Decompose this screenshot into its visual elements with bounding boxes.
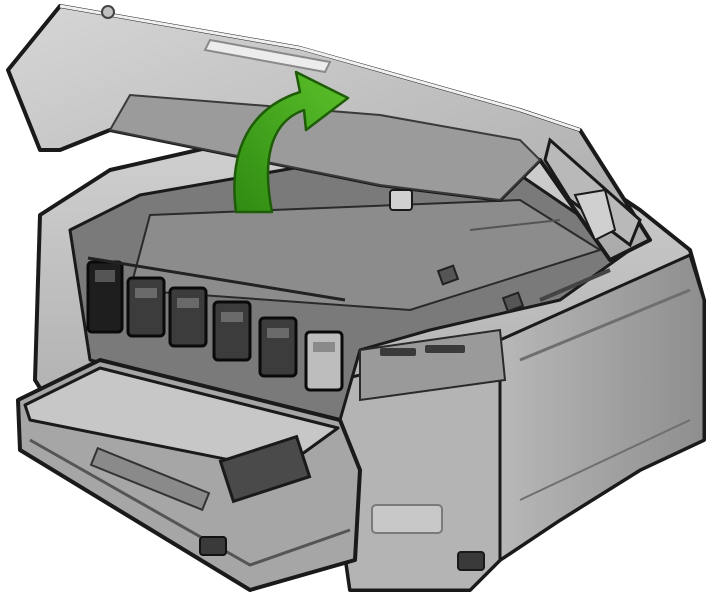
ink-cartridge — [168, 286, 208, 348]
ink-cartridge — [86, 260, 124, 334]
ink-cartridge — [258, 316, 298, 378]
ink-cartridge — [212, 300, 252, 362]
lift-arrow — [233, 70, 350, 214]
ink-cartridge-row — [86, 256, 346, 392]
card-slot — [380, 348, 416, 356]
ink-cartridge — [126, 276, 166, 338]
front-port — [457, 551, 485, 571]
printer-lid — [6, 4, 652, 262]
lid-button — [101, 5, 115, 19]
paper-tray — [16, 358, 362, 592]
tray-slot — [218, 434, 312, 504]
card-slot — [425, 345, 465, 353]
arrow-up-icon — [233, 70, 350, 214]
ink-cartridge — [304, 330, 344, 392]
